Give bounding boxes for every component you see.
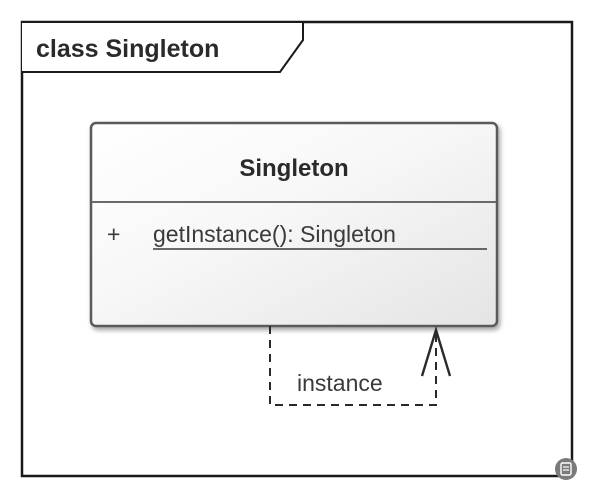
association-line[interactable] (269, 326, 437, 406)
frame-title-tab (22, 21, 304, 73)
association-label: instance (297, 370, 383, 396)
class-name: Singleton (239, 155, 348, 182)
frame-title: class Singleton (36, 35, 219, 63)
operation-visibility: + (107, 221, 120, 247)
class-box[interactable]: Singleton + getInstance(): Singleton (89, 121, 499, 328)
class-box-body[interactable] (89, 121, 499, 328)
operation-signature[interactable]: getInstance(): Singleton (153, 221, 396, 247)
document-badge-icon (555, 458, 577, 480)
operation-row[interactable]: + getInstance(): Singleton (107, 221, 487, 250)
association-label-bg (293, 366, 415, 396)
open-arrowhead-icon (420, 325, 452, 377)
self-association[interactable]: instance (269, 325, 452, 406)
